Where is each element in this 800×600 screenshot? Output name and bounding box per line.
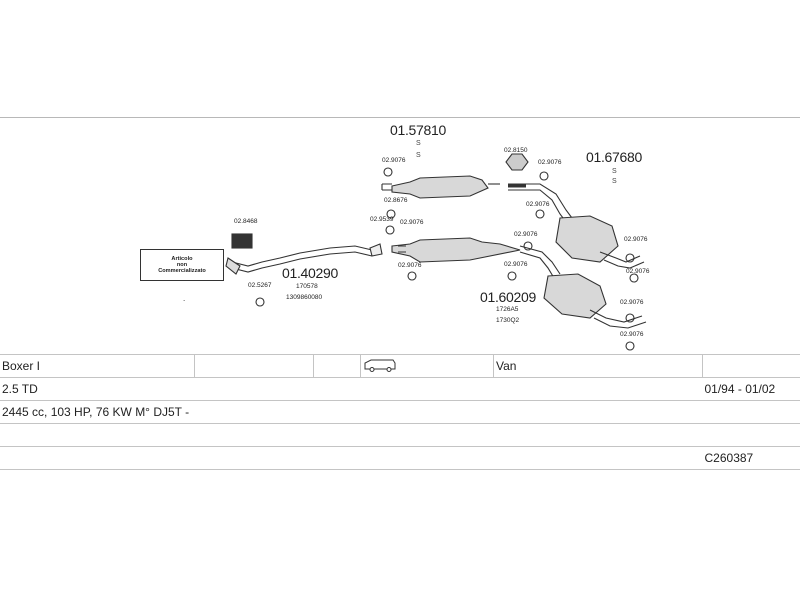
part-number-front-pipe: 01.40290 [282,265,338,281]
vehicle-info-table: Boxer I Van 2.5 TD 01/94 - 01/02 2445 cc… [0,354,800,470]
dot-marker: . [183,294,186,303]
upper-rear-muffler [555,215,619,263]
small-code: 02.9076 [514,231,538,238]
small-code: 02.9076 [526,201,550,208]
s-marker: S [612,178,617,185]
small-code: 02.9076 [620,331,644,338]
ring-11 [625,313,635,323]
empty-cell [0,446,703,470]
empty-cell [313,354,361,378]
small-code: 02.8150 [504,147,528,154]
ring-10 [629,273,639,283]
small-code: 02.8676 [384,197,408,204]
art-box-line: non [176,261,188,268]
ring-13 [255,297,265,307]
small-code: 02.9539 [370,216,394,223]
ring-7 [523,241,533,251]
empty-cell [0,423,800,447]
ring-2 [386,209,396,219]
ring-8 [507,271,517,281]
ring-1 [383,167,393,177]
not-commercialized-box: Articolo non Commercializzato [140,249,224,281]
small-code: 02.9076 [624,236,648,243]
s-marker: S [612,168,617,175]
table-row: Boxer I Van [0,354,800,378]
ring-3 [385,225,395,235]
diagram-top-border [0,117,800,118]
small-code: 02.9076 [620,299,644,306]
small-code: 02.9076 [538,159,562,166]
small-code: 02.9076 [382,157,406,164]
part-ref: 1726A5 [496,306,519,313]
lower-rear-muffler [543,273,607,319]
empty-cell [702,354,800,378]
front-pipe [231,245,373,267]
specs-cell: 2445 cc, 103 HP, 76 KW M° DJ5T - [0,400,800,424]
art-box-line: Commercializzato [158,268,206,275]
hanger [505,153,529,171]
ring-9 [625,253,635,263]
ring-5 [539,171,549,181]
van-icon [363,358,397,375]
gasket-box [231,233,253,249]
s-marker: S [416,152,421,159]
empty-cell [194,354,314,378]
engine-cell: 2.5 TD [0,377,703,401]
small-code: 02.9076 [504,261,528,268]
exhaust-diagram-drawing [225,153,647,351]
table-row: C260387 [0,446,800,470]
vehicle-icon-cell [360,354,494,378]
small-code: 02.5267 [248,282,272,289]
ring-12 [625,341,635,351]
table-row: 2445 cc, 103 HP, 76 KW M° DJ5T - [0,400,800,424]
code-cell: C260387 [702,446,800,470]
upper-middle-muffler [391,175,489,199]
small-code: 02.9076 [400,219,424,226]
part-ref: 170578 [296,283,318,290]
small-code: 02.9076 [398,262,422,269]
ring-6 [535,209,545,219]
part-number-upper-middle: 01.57810 [390,122,446,138]
model-cell: Boxer I [0,354,195,378]
part-number-upper-rear: 01.67680 [586,149,642,165]
exhaust-diagram: 01.57810 S S 01.67680 S S 01.40290 17057… [0,118,800,354]
s-marker: S [416,140,421,147]
lower-middle-muffler [391,237,521,263]
part-ref: 1309860080 [286,294,323,301]
body-type-cell: Van [493,354,703,378]
part-ref: 1730Q2 [496,317,520,324]
ring-4 [407,271,417,281]
front-flange [225,257,241,275]
table-row [0,423,800,447]
table-row: 2.5 TD 01/94 - 01/02 [0,377,800,401]
art-box-line: Articolo [171,255,193,262]
small-code: 02.8468 [234,218,258,225]
small-code: 02.9076 [626,268,650,275]
period-cell: 01/94 - 01/02 [702,377,800,401]
part-number-lower-middle: 01.60209 [480,289,536,305]
